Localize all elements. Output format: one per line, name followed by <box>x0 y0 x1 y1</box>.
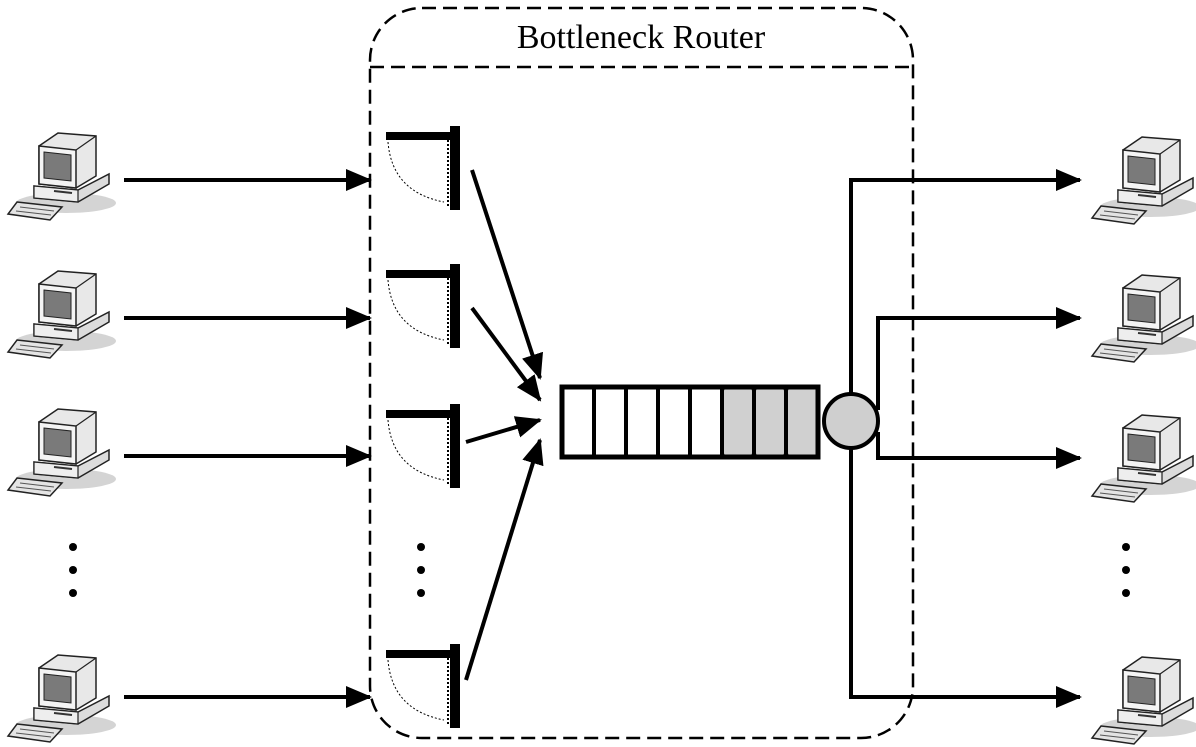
queue-slot-filled <box>752 385 788 459</box>
queue-buffer <box>559 384 821 460</box>
receiver-computer-icon <box>1091 414 1196 503</box>
gate-to-queue-arrow <box>465 416 542 444</box>
server-circle-icon <box>822 392 880 450</box>
sender-computer-icon <box>7 654 117 743</box>
receiver-computer-icon <box>1091 136 1196 225</box>
output-line <box>849 169 1082 395</box>
gate-icon <box>385 403 461 489</box>
gate-to-queue-arrow <box>470 169 543 380</box>
sender-computer-icon <box>7 132 117 221</box>
gate-to-queue-arrow <box>470 306 542 402</box>
queue-slot-empty <box>592 385 628 459</box>
sender-computer-icon <box>7 270 117 359</box>
gate-ellipsis-icon <box>417 543 425 597</box>
gate-icon <box>385 125 461 211</box>
sender-ellipsis-icon <box>69 543 77 597</box>
queue-slot-filled <box>784 385 820 459</box>
queue-slot-empty <box>624 385 660 459</box>
queue-slot-filled <box>720 385 756 459</box>
gate-icon <box>385 263 461 349</box>
output-line <box>849 448 1082 708</box>
output-line <box>876 432 1082 469</box>
router-title: Bottleneck Router <box>517 19 766 56</box>
gate-icon <box>385 643 461 729</box>
receiver-computer-icon <box>1091 656 1196 745</box>
queue-slot-empty <box>560 385 596 459</box>
sender-computer-icon <box>7 408 117 497</box>
queue-slot-empty <box>656 385 692 459</box>
receiver-computer-icon <box>1091 274 1196 363</box>
queue-outline <box>559 384 821 460</box>
output-line <box>876 307 1082 410</box>
receiver-ellipsis-icon <box>1122 543 1130 597</box>
gate-to-queue-arrow <box>464 438 544 681</box>
queue-slot-empty <box>688 385 724 459</box>
router-boundary <box>368 6 915 740</box>
